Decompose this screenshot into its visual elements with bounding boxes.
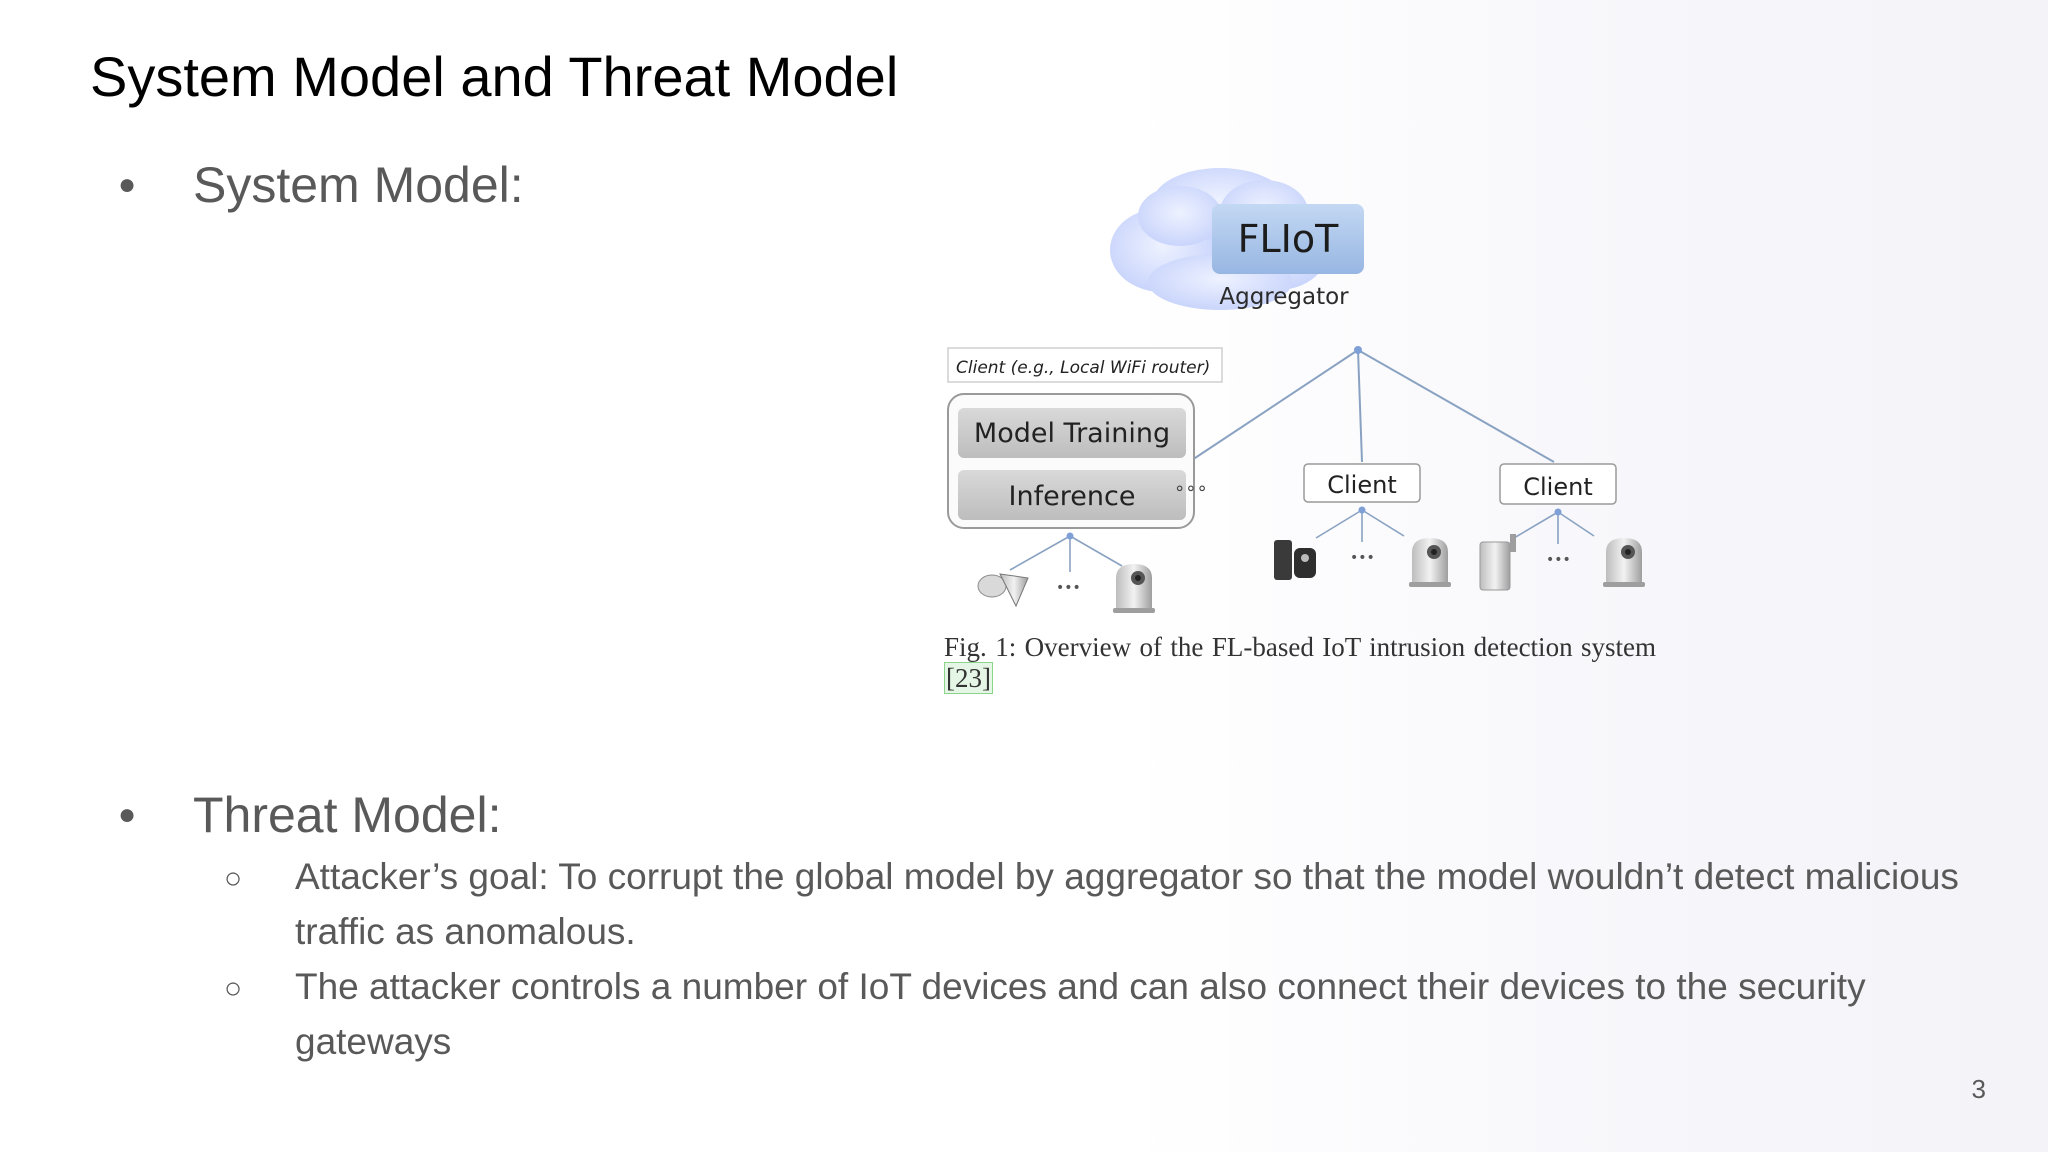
bullet-icon: ●	[118, 168, 137, 201]
client-ellipsis: ∘∘∘	[1174, 478, 1208, 499]
threat-item-attacker-goal: Attacker’s goal: To corrupt the global m…	[295, 856, 1959, 952]
device-ellipsis-3: •••	[1546, 552, 1571, 568]
ip-camera-icon	[1409, 538, 1451, 587]
figure-caption: Fig. 1: Overview of the FL-based IoT int…	[944, 632, 1656, 694]
threat-model-heading: Threat Model:	[193, 787, 502, 843]
fliot-figure: FLIoT Aggregator Client (e.g., Local WiF…	[930, 160, 1670, 720]
sub-bullet-icon: ○	[224, 862, 243, 895]
cloud-title: FLIoT	[1238, 217, 1339, 261]
page-number: 3	[1971, 1074, 1986, 1104]
system-model-heading: System Model:	[193, 157, 524, 213]
client-example-label: Client (e.g., Local WiFi router)	[956, 358, 1210, 378]
model-training-label: Model Training	[974, 418, 1170, 449]
sub-bullet-icon: ○	[224, 972, 243, 1005]
device-ellipsis-1: •••	[1056, 580, 1081, 596]
router-device-icon	[1479, 534, 1516, 591]
caption-reference: [23]	[944, 662, 993, 694]
ip-camera-icon	[1113, 564, 1155, 613]
ip-camera-icon	[1603, 538, 1645, 587]
slide-title: System Model and Threat Model	[90, 45, 899, 108]
cloud-subtitle: Aggregator	[1219, 284, 1349, 310]
caption-text: Fig. 1: Overview of the FL-based IoT int…	[944, 632, 1656, 662]
smart-plug-icon	[1274, 540, 1316, 580]
bullet-icon: ●	[118, 798, 137, 831]
threat-item-attacker-control: The attacker controls a number of IoT de…	[295, 966, 1866, 1062]
smart-bulb-icon	[977, 573, 1029, 608]
device-ellipsis-2: •••	[1350, 550, 1375, 566]
client-label-2: Client	[1523, 473, 1592, 501]
client-label-1: Client	[1327, 471, 1396, 499]
inference-label: Inference	[1009, 481, 1136, 512]
